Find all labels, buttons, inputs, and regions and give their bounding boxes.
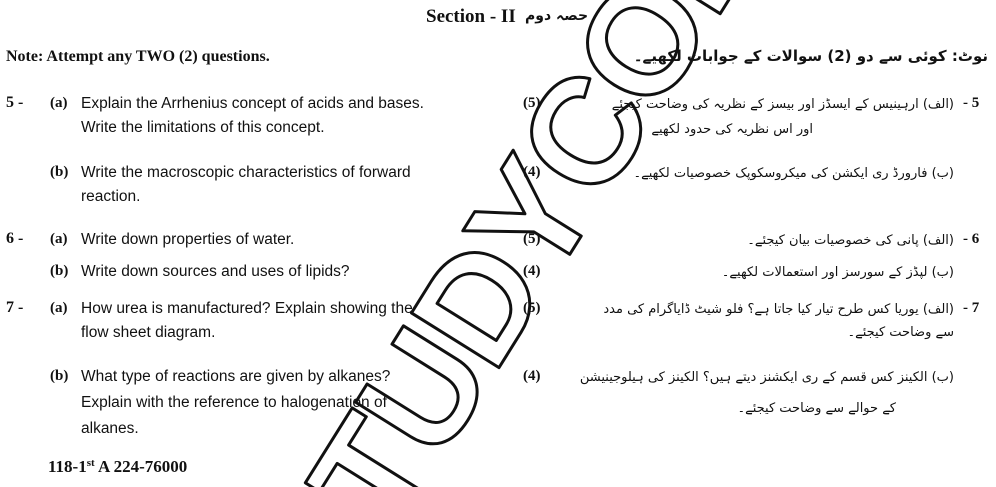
urdu-question-text: (الف) یوریا کس طرح تیار کیا جاتا ہے؟ فلو…	[603, 302, 954, 317]
question-text: Write down properties of water.	[81, 231, 295, 248]
question-number: 6 -	[6, 230, 24, 247]
question-text: Write the macroscopic characteristics of…	[81, 164, 411, 181]
paper-code-sup: st	[86, 457, 95, 469]
question-text: alkanes.	[81, 420, 139, 437]
urdu-question-text: سے وضاحت کیجئے۔	[847, 325, 954, 340]
section-title: Section - II	[426, 6, 516, 27]
part-label: (b)	[50, 368, 69, 384]
question-text: flow sheet diagram.	[81, 324, 216, 341]
marks: (4)	[523, 368, 541, 384]
urdu-question-number: - 7	[963, 300, 980, 316]
note-urdu: نوٹ: کوئی سے دو (2) سوالات کے جوابات لکھ…	[633, 47, 988, 65]
urdu-question-text: کے حوالے سے وضاحت کیجئے۔	[737, 401, 896, 416]
part-label: (b)	[50, 263, 69, 279]
note-english: Note: Attempt any TWO (2) questions.	[6, 48, 270, 65]
marks: (5)	[523, 231, 541, 247]
marks: (5)	[523, 300, 541, 316]
urdu-question-text: (الف) ارہینیس کے ایسڈز اور بیسز کے نظریہ…	[611, 97, 954, 112]
question-text: Write the limitations of this concept.	[81, 119, 325, 136]
urdu-question-text: (ب) لپڈز کے سورسز اور استعمالات لکھیے۔	[721, 265, 954, 280]
part-label: (a)	[50, 300, 68, 316]
section-title-urdu: حصہ دوم	[525, 8, 589, 24]
urdu-question-number: - 6	[963, 231, 980, 247]
urdu-question-text: اور اس نظریہ کی حدود لکھیے	[651, 122, 813, 137]
paper-code-prefix: 118-1	[48, 457, 87, 476]
question-text: reaction.	[81, 188, 141, 205]
marks: (4)	[523, 263, 541, 279]
paper-code-suffix: A 224-76000	[94, 457, 188, 476]
part-label: (a)	[50, 95, 68, 111]
urdu-question-text: (الف) پانی کی خصوصیات بیان کیجئے۔	[747, 233, 954, 248]
paper-code: 118-1st A 224-76000	[48, 457, 187, 477]
question-number: 5 -	[6, 94, 24, 111]
part-label: (a)	[50, 231, 68, 247]
question-text: Explain the Arrhenius concept of acids a…	[81, 95, 424, 112]
part-label: (b)	[50, 164, 69, 180]
question-text: How urea is manufactured? Explain showin…	[81, 300, 413, 317]
question-text: Write down sources and uses of lipids?	[81, 263, 350, 280]
question-text: Explain with the reference to halogenati…	[81, 394, 387, 411]
question-text: What type of reactions are given by alka…	[81, 368, 391, 385]
urdu-question-text: (ب) الکینز کس قسم کے ری ایکشنز دیتے ہیں؟…	[579, 370, 954, 385]
urdu-question-text: (ب) فارورڈ ری ایکشن کی میکروسکوپک خصوصیا…	[633, 166, 954, 181]
urdu-question-number: - 5	[963, 95, 980, 111]
marks: (4)	[523, 164, 541, 180]
question-number: 7 -	[6, 299, 24, 316]
marks: (5)	[523, 95, 541, 111]
